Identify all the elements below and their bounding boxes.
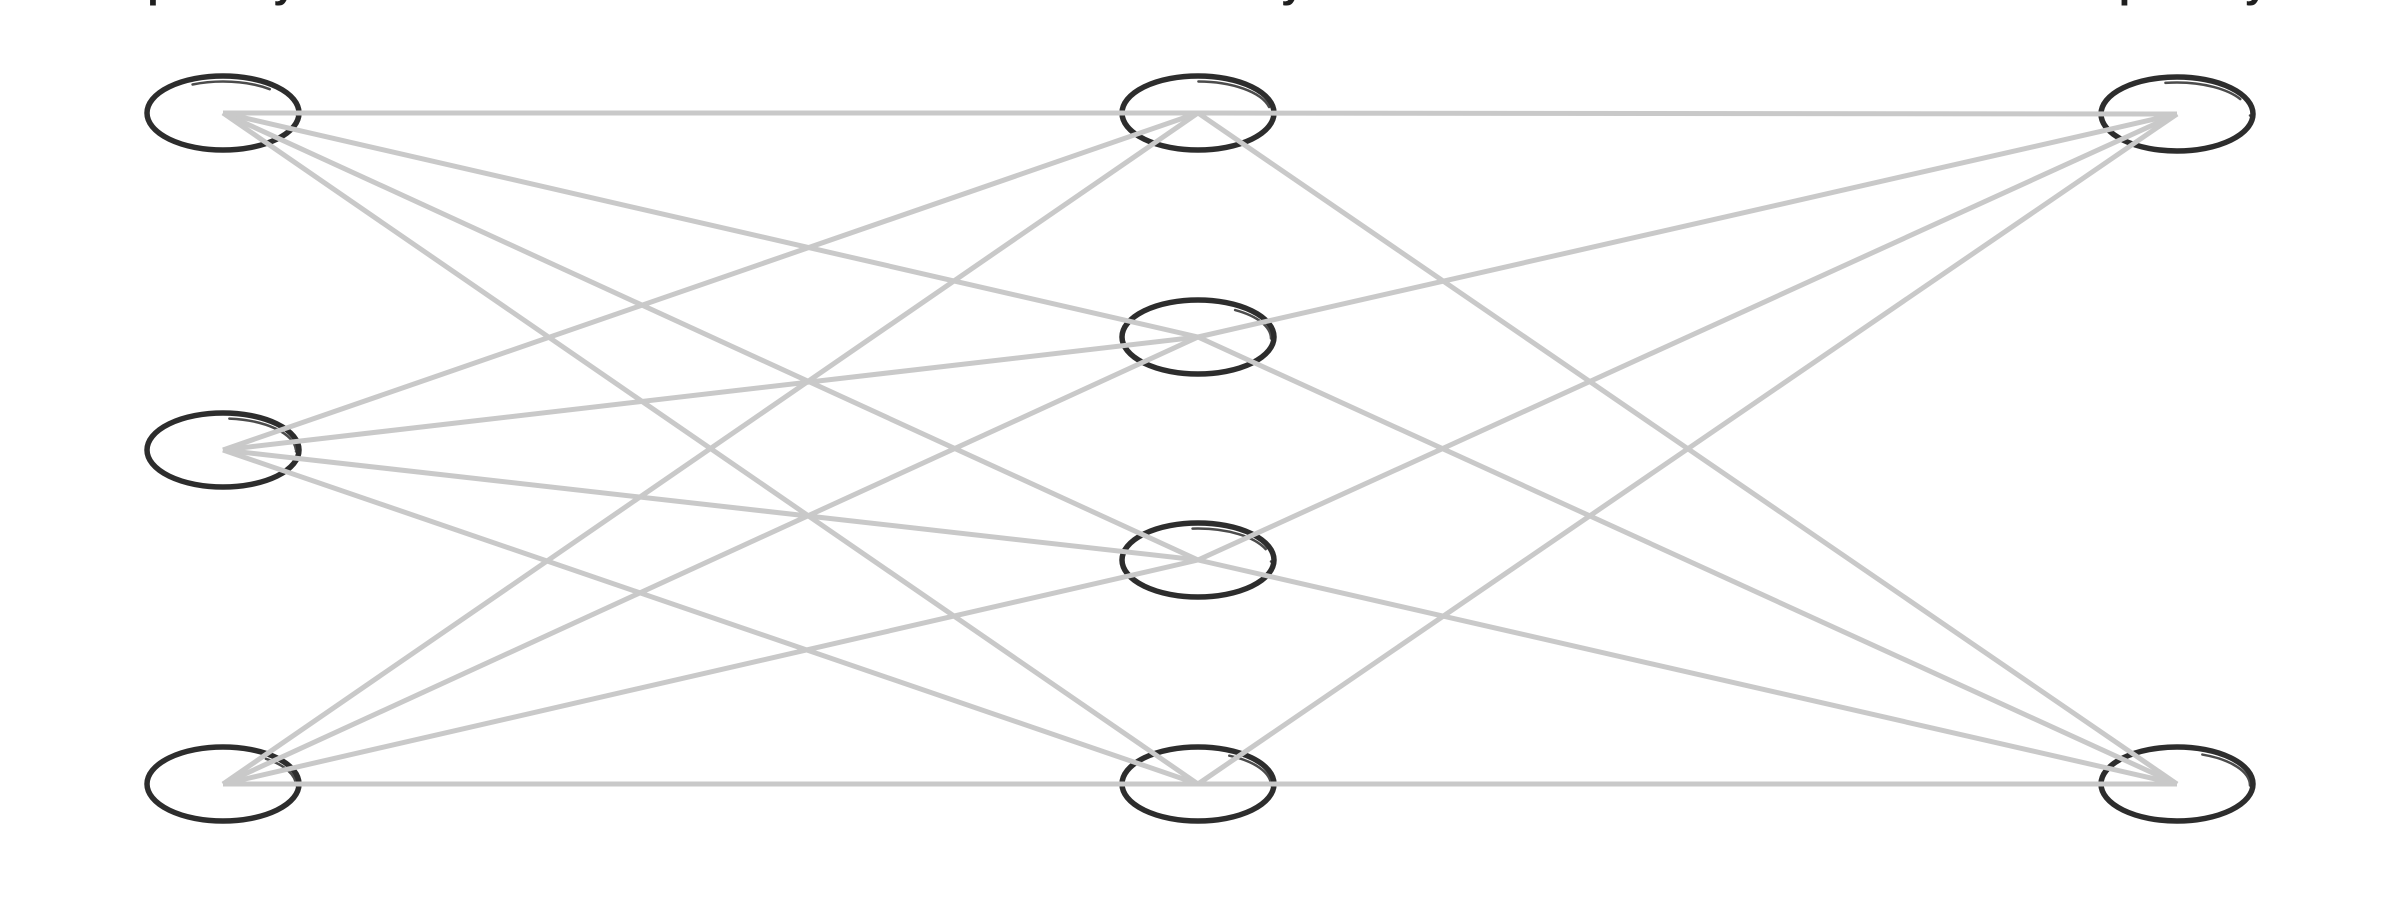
node-h2: [1119, 297, 1277, 377]
edges-layer: [221, 110, 2179, 787]
node-sketch-seam-in2: [148, 417, 298, 486]
edge-in3-h3: [222, 557, 1199, 787]
edge-h2-out1: [1197, 111, 2178, 340]
edge-in2-h1: [222, 110, 1199, 453]
edge-in1-h2: [222, 110, 1199, 340]
edge-h3-out2: [1197, 557, 2178, 787]
layer-label-hidden: Hidden Layer: [1078, 0, 1344, 6]
layer-label-input: Input Layer: [110, 0, 336, 6]
node-sketch-seam-out2: [2102, 751, 2252, 820]
node-in2: [144, 410, 302, 490]
node-sketch-seam-out1: [2102, 81, 2252, 150]
edge-in2-h3: [222, 447, 1199, 563]
edge-h2-out2: [1196, 334, 2179, 787]
nodes-layer: [144, 73, 2256, 824]
edge-in1-h3: [221, 110, 1200, 563]
edge-h1-out1: [1197, 110, 2178, 117]
layer-label-output: Output Layer: [2046, 0, 2307, 6]
edge-in2-h2: [222, 334, 1199, 453]
edge-in3-h1: [221, 110, 1200, 787]
edge-h4-out1: [1196, 111, 2179, 787]
edge-in2-h4: [222, 447, 1199, 787]
node-sketch-seam-h2: [1123, 304, 1273, 373]
node-sketch-seam-h3: [1123, 527, 1273, 596]
edge-h3-out1: [1196, 111, 2179, 563]
edge-in3-h2: [221, 334, 1200, 787]
node-h3: [1119, 520, 1277, 600]
labels-layer: Input Layer Hidden Layer Output Layer: [110, 0, 2308, 6]
